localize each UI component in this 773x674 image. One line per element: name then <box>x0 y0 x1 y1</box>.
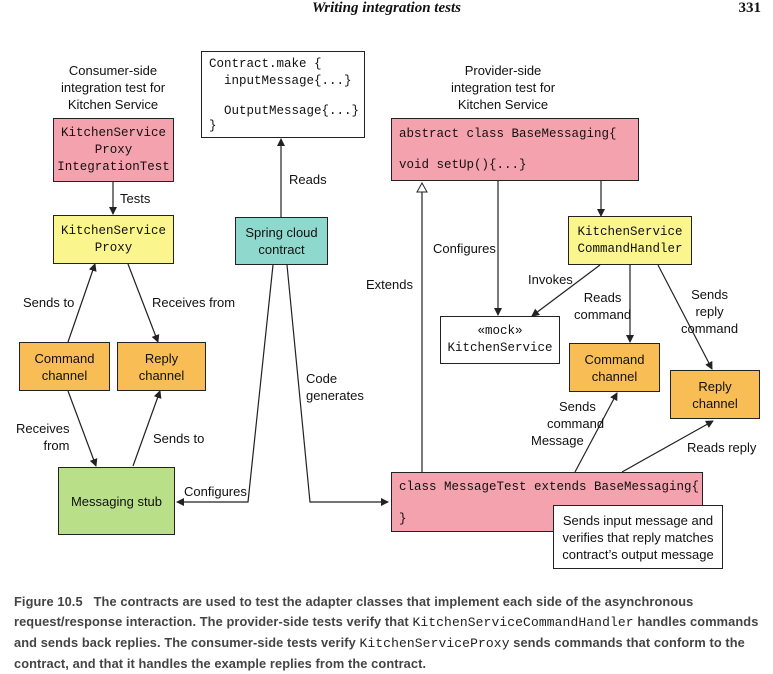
page-number: 331 <box>738 0 762 16</box>
label-sends-to-left: Sends to <box>23 295 75 310</box>
label-tests: Tests <box>120 191 151 206</box>
arrow-receives-from-command <box>67 390 98 467</box>
message-test-box: class MessageTest extends BaseMessaging{… <box>391 472 703 532</box>
label-sends-to-bottom: Sends to <box>153 431 205 446</box>
arrow-sends-to-proxy <box>67 263 97 343</box>
caption-text-1: The contracts are used to test the adapt… <box>14 594 694 629</box>
label-reads-command: Reads command <box>574 290 632 322</box>
caption-text-3: sends commands that conform to the contr… <box>14 635 745 671</box>
base-messaging-box: abstract class BaseMessaging{ void setUp… <box>391 118 639 181</box>
arrow-sends-to-reply <box>132 390 162 467</box>
note-box: Sends input message and verifies that re… <box>553 505 723 569</box>
messaging-stub-box: Messaging stub <box>58 467 175 535</box>
label-reads-reply: Reads reply <box>687 440 757 455</box>
kitchen-service-command-handler-box: KitchenService CommandHandler <box>568 216 692 265</box>
arrow-invokes <box>531 264 601 317</box>
figure-label: Figure 10.5 <box>14 594 83 609</box>
label-receives-from-top: Receives from <box>152 295 236 310</box>
label-reads: Reads <box>289 172 327 187</box>
arrow-code-generates <box>286 264 389 506</box>
caption-text-2: handles commands and sends back replies.… <box>14 614 759 650</box>
mock-kitchen-service-box: «mock» KitchenService <box>440 316 560 364</box>
kitchen-service-proxy-integration-test-box: KitchenService Proxy IntegrationTest <box>53 118 174 182</box>
command-channel-right-box: Command channel <box>569 343 660 392</box>
arrow-sends-reply-command <box>657 264 713 370</box>
arrow-receives-from-reply <box>127 263 160 343</box>
label-configures-top: Configures <box>433 241 496 256</box>
kitchen-service-proxy-box: KitchenService Proxy <box>53 215 174 264</box>
consumer-title: Consumer-side integration test for Kitch… <box>60 63 166 112</box>
label-invokes: Invokes <box>528 272 573 287</box>
caption-code-1: KitchenServiceCommandHandler <box>412 615 634 630</box>
command-channel-left-box: Command channel <box>19 342 110 391</box>
label-extends: Extends <box>366 277 413 292</box>
provider-title: Provider-side integration test for Kitch… <box>450 63 556 112</box>
reply-channel-right-box: Reply channel <box>670 370 760 419</box>
page-header-title: Writing integration tests <box>312 0 461 16</box>
label-code-generates: Code generates <box>306 371 364 403</box>
label-receives-from-bottom: Receives from <box>16 421 70 453</box>
arrow-configures-stub <box>176 264 274 506</box>
reply-channel-left-box: Reply channel <box>117 342 206 391</box>
contract-make-box: Contract.make { inputMessage{...} Output… <box>201 51 365 138</box>
caption-code-2: KitchenServiceProxy <box>359 636 510 651</box>
arrow-reads-reply <box>621 420 714 473</box>
label-sends-reply-command: Sends reply command <box>681 287 739 336</box>
figure-caption: Figure 10.5 The contracts are used to te… <box>14 592 760 674</box>
label-sends-command-message: Sends command Message <box>531 399 605 448</box>
spring-cloud-contract-box: Spring cloud contract <box>235 217 328 265</box>
arrow-sends-command-message <box>574 392 618 473</box>
label-configures-bottom: Configures <box>184 484 247 499</box>
